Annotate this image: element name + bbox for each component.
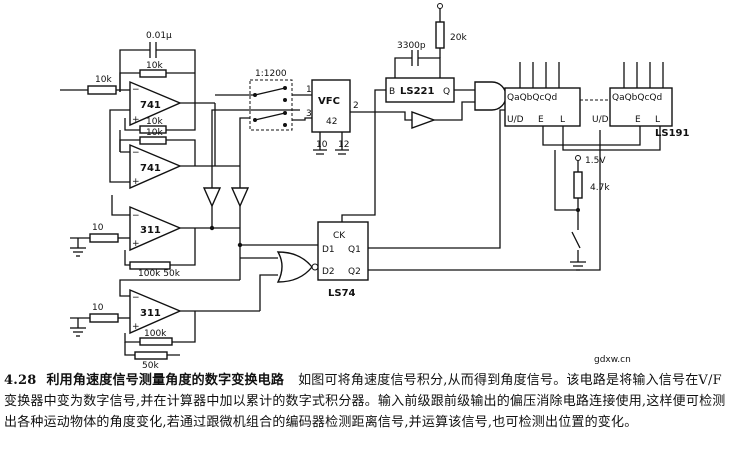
e2-label: E [635, 115, 641, 125]
counter1-outputs: QaQbQcQd [507, 93, 557, 103]
vfc-label: VFC [318, 96, 340, 107]
pin10-label: 10 [316, 140, 328, 150]
switch-label: 1:1200 [255, 69, 287, 79]
cap-3300-label: 3300p [397, 41, 426, 51]
pin3-label: 3 [306, 109, 312, 119]
r-in1-label: 10k [95, 75, 112, 85]
svg-text:−: − [132, 148, 140, 158]
r-fb1a-label: 10k [146, 61, 163, 71]
r-20k-label: 20k [450, 33, 467, 43]
ls74-flipflop: CK D1 Q1 D2 Q2 LS74 [317, 109, 601, 299]
q2-label: Q2 [348, 267, 361, 277]
figure-title: 利用角速度信号测量角度的数字变换电路 [46, 373, 285, 388]
r-100k-label: 100k [144, 329, 167, 339]
buffer-gates [202, 109, 318, 280]
ls221-label: LS221 [400, 86, 434, 97]
comparator-311-lower: 311 − + 10 100k 50k [70, 274, 278, 370]
pin1-label: 1 [306, 85, 312, 95]
svg-text:−: − [132, 85, 140, 95]
ls191-counters: QaQbQcQd U/D E L QaQbQcQd U/D E L LS191 [504, 62, 689, 211]
l1-label: L [560, 115, 565, 125]
pin12-label: 12 [338, 140, 349, 150]
opamp4-label: 311 [140, 308, 161, 319]
watermark: gdxw.cn [594, 355, 631, 365]
svg-text:+: + [132, 322, 140, 332]
range-switch[interactable]: 1:1200 [215, 69, 312, 131]
q1-label: Q1 [348, 245, 361, 255]
opamp-741-buffer: 741 − + 10k [109, 103, 240, 190]
opamp2-label: 741 [140, 163, 161, 174]
figure-description: 如图可将角速度信号积分,从而得到角度信号。该电路是将输入信号在V/F变换器中变为… [4, 373, 726, 430]
comparator-311-upper: 311 − + 10 100k 50k [70, 195, 240, 279]
ud2-label: U/D [592, 115, 609, 125]
svg-text:+: + [132, 239, 140, 249]
opamp1-label: 741 [140, 100, 161, 111]
r-fb1b-label: 10k [146, 117, 163, 127]
r-47k-label: 4.7k [590, 183, 610, 193]
ls221-q-label: Q [443, 87, 450, 97]
svg-text:−: − [132, 211, 140, 221]
svg-text:+: + [132, 177, 140, 187]
figure-caption: 4.28 利用角速度信号测量角度的数字变换电路如图可将角速度信号积分,从而得到角度… [4, 370, 731, 433]
load-switch-circuit[interactable]: 1.5V 4.7k [570, 155, 610, 271]
pin2-label: 2 [353, 101, 359, 111]
ls221-b-label: B [389, 87, 395, 97]
ls221-oneshot: B LS221 Q 3300p 20k [385, 3, 475, 103]
r-in3-label: 10 [92, 223, 104, 233]
ls191-label: LS191 [655, 128, 689, 139]
vfc-pin-label: 42 [326, 117, 337, 127]
d2-label: D2 [322, 267, 335, 277]
opamp-741-integrator: 741 − + 0.01μ 10k 10k 10k [60, 31, 215, 134]
r-50k-label: 50k [142, 361, 159, 370]
r-100k-50k-label: 100k 50k [138, 269, 181, 279]
ud1-label: U/D [507, 115, 524, 125]
e1-label: E [538, 115, 544, 125]
counter2-outputs: QaQbQcQd [612, 93, 662, 103]
r-in4-label: 10 [92, 303, 104, 313]
figure-number: 4.28 [4, 373, 37, 388]
cap-integrator-label: 0.01μ [146, 31, 172, 41]
d1-label: D1 [322, 245, 335, 255]
r-fb2-label: 10k [146, 128, 163, 138]
l2-label: L [655, 115, 660, 125]
ck-label: CK [333, 231, 346, 241]
circuit-schematic: 741 − + 0.01μ 10k 10k 10k 741 − + 10k [60, 3, 689, 370]
svg-text:−: − [132, 293, 140, 303]
buffer-right [411, 101, 475, 129]
ls74-label: LS74 [328, 288, 356, 299]
opamp3-label: 311 [140, 225, 161, 236]
svg-text:+: + [132, 115, 140, 125]
v15-label: 1.5V [585, 156, 606, 166]
vfc-block: VFC 42 1 3 2 10 12 [306, 79, 412, 222]
